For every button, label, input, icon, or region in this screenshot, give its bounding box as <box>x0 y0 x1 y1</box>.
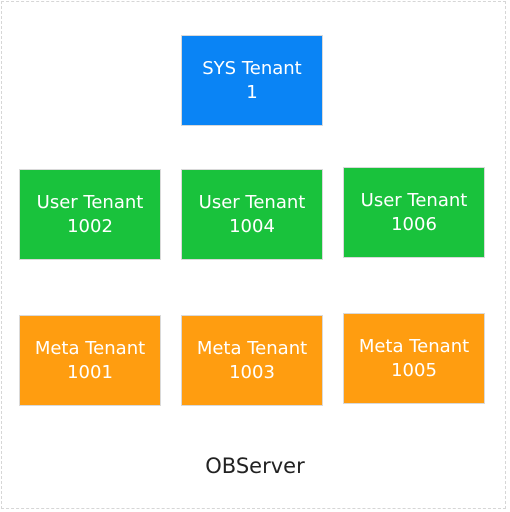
meta-tenant-id: 1005 <box>391 359 437 381</box>
user-tenant-id: 1004 <box>229 215 275 237</box>
sys-tenant-name: SYS Tenant <box>202 57 302 79</box>
user-tenant-id: 1002 <box>67 215 113 237</box>
meta-tenant-box: Meta Tenant 1001 <box>19 315 161 406</box>
sys-tenant-box: SYS Tenant 1 <box>181 35 323 126</box>
user-tenant-box: User Tenant 1002 <box>19 169 161 260</box>
meta-tenant-name: Meta Tenant <box>358 335 470 357</box>
meta-tenant-box: Meta Tenant 1003 <box>181 315 323 406</box>
user-tenant-box: User Tenant 1004 <box>181 169 323 260</box>
meta-tenant-name: Meta Tenant <box>34 337 146 359</box>
user-tenant-name: User Tenant <box>360 189 468 211</box>
user-tenant-id: 1006 <box>391 213 437 235</box>
user-tenant-name: User Tenant <box>36 191 144 213</box>
sys-tenant-id: 1 <box>246 81 258 103</box>
user-tenant-box: User Tenant 1006 <box>343 167 485 258</box>
meta-tenant-box: Meta Tenant 1005 <box>343 313 485 404</box>
meta-tenant-id: 1003 <box>229 361 275 383</box>
meta-tenant-name: Meta Tenant <box>196 337 308 359</box>
user-tenant-name: User Tenant <box>198 191 306 213</box>
meta-tenant-id: 1001 <box>67 361 113 383</box>
observer-label: OBServer <box>205 454 305 478</box>
